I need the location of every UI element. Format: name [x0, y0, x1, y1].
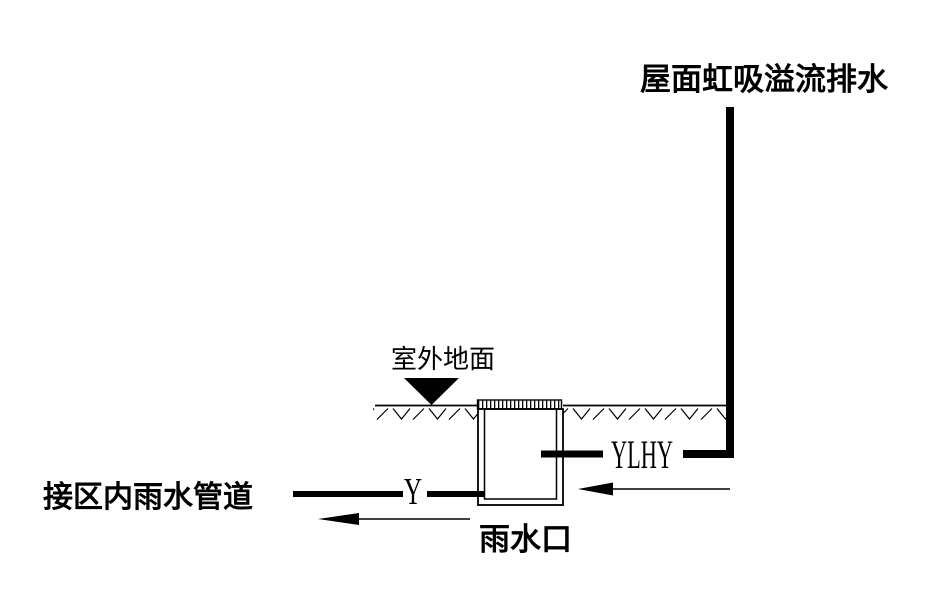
inlet-grate — [476, 399, 563, 410]
rainwater-inlet-label: 雨水口 — [479, 522, 572, 557]
district-pipe-label: 接区内雨水管道 — [43, 481, 253, 514]
flow-arrow-left — [318, 513, 470, 525]
roof-overflow-label: 屋面虹吸溢流排水 — [640, 62, 889, 97]
inlet-box-inner — [483, 408, 558, 500]
flow-arrow-left-head-icon — [318, 513, 359, 525]
pipe-code-ylhy: YLHY — [611, 432, 673, 477]
outdoor-ground-label: 室外地面 — [391, 345, 495, 374]
earth-hatch-left — [373, 406, 478, 422]
earth-hatch-right — [563, 406, 726, 422]
pipe-code-y: Y — [404, 471, 422, 513]
flow-arrow-right — [578, 482, 730, 496]
ground-level-marker-icon — [404, 378, 459, 405]
flow-arrow-right-head-icon — [578, 482, 613, 496]
overflow-riser-pipe — [683, 107, 734, 458]
